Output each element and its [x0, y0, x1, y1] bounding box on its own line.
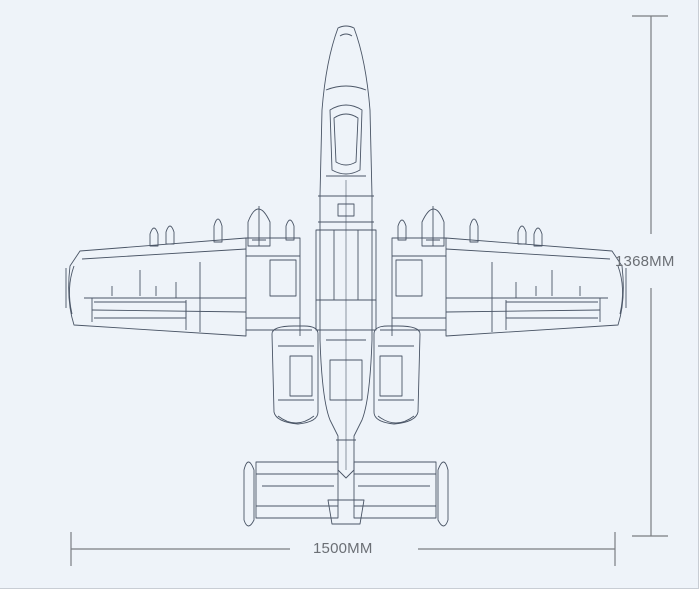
height-dimension-label: 1368MM: [615, 253, 675, 270]
right-engine: [373, 325, 421, 425]
left-engine: [271, 325, 319, 425]
left-wing-stores: [111, 206, 295, 298]
tail-section: [243, 439, 449, 527]
right-wing-stores: [397, 206, 581, 298]
width-dimension-label: 1500MM: [313, 540, 373, 557]
width-dimension-line: [70, 532, 616, 566]
height-dimension-line: [632, 15, 668, 537]
right-wing: [380, 237, 627, 337]
fuselage: [315, 25, 377, 479]
left-wing: [65, 237, 312, 337]
